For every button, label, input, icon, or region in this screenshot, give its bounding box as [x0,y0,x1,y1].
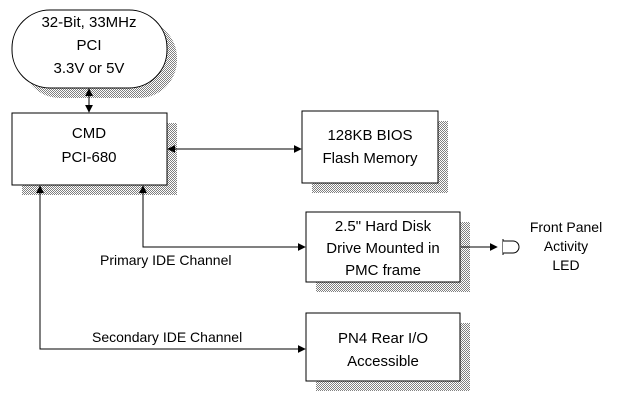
pci-bus-line1: 32-Bit, 33MHz [41,14,136,31]
led-line2: Activity [544,238,588,254]
led-icon [502,239,520,255]
cmd-line1: CMD [72,125,106,142]
bios-line2: Flash Memory [322,150,418,167]
pci-bus-line2: PCI [76,37,101,54]
hdd-block: 2.5" Hard Disk Drive Mounted in PMC fram… [305,211,461,283]
pn4-line2: Accessible [347,353,419,370]
hdd-line1: 2.5" Hard Disk [335,218,432,235]
cmd-line2: PCI-680 [61,149,116,166]
bios-line1: 128KB BIOS [327,127,412,144]
pci-bus-block: 32-Bit, 33MHz PCI 3.3V or 5V [11,9,168,89]
pci-bus-line3: 3.3V or 5V [54,60,125,77]
hdd-line3: PMC frame [345,262,421,279]
cmd-block: CMD PCI-680 [11,112,168,186]
hdd-box [305,211,461,283]
cmd-box [11,112,168,186]
secondary-ide-label: Secondary IDE Channel [92,329,242,345]
led-line1: Front Panel [530,219,602,235]
pci-bus-shape [11,9,168,89]
bios-box [301,110,439,184]
connectors [36,88,498,353]
bios-block: 128KB BIOS Flash Memory [301,110,439,184]
pn4-box [305,312,461,382]
primary-ide-connector [139,185,306,251]
secondary-ide-connector [36,185,306,353]
hdd-line2: Drive Mounted in [326,240,439,257]
pn4-block: PN4 Rear I/O Accessible [305,312,461,382]
primary-ide-label: Primary IDE Channel [100,252,232,268]
led-line3: LED [552,257,579,273]
pn4-line1: PN4 Rear I/O [338,330,428,347]
